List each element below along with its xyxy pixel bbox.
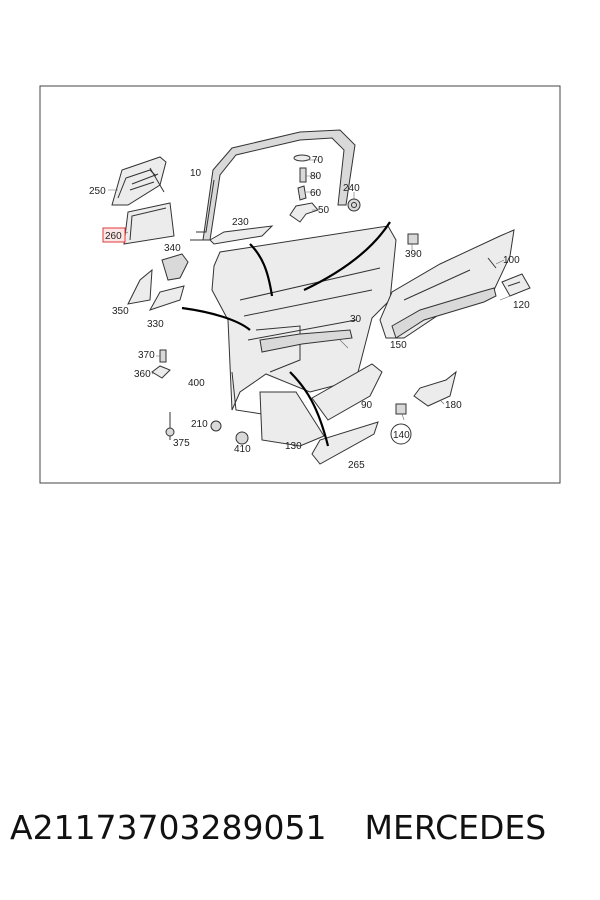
callout-140: 140 [393, 430, 410, 441]
callout-250: 250 [89, 186, 106, 197]
callout-370: 370 [138, 350, 155, 361]
callout-60: 60 [310, 188, 322, 199]
callout-180: 180 [445, 400, 462, 411]
arrow-left [181, 306, 251, 331]
part-60-lock-rod[interactable] [297, 185, 307, 201]
part-400-door-inner-panel[interactable] [211, 225, 397, 415]
part-340-bracket[interactable] [161, 253, 189, 281]
callout-375: 375 [173, 438, 190, 449]
callout-330: 330 [147, 319, 164, 330]
callout-210: 210 [191, 419, 208, 430]
part-240-grommet[interactable] [347, 198, 361, 212]
part-caption: A2117370328905​1 MERCEDES [10, 808, 600, 847]
part-390-clip[interactable] [407, 233, 419, 245]
callout-410: 410 [234, 444, 251, 455]
part-260-cover-panel[interactable] [123, 202, 175, 245]
callout-230: 230 [232, 217, 249, 228]
part-410-grommet[interactable] [235, 431, 249, 445]
part-number-text: A2117370328905​1 [10, 808, 327, 847]
part-180-pull-handle[interactable] [413, 370, 457, 407]
part-250-handle-housing[interactable] [111, 156, 167, 206]
part-70-clip[interactable] [293, 154, 311, 162]
part-375-pin[interactable] [165, 412, 175, 440]
part-140-screw[interactable] [395, 403, 407, 415]
part-130-lower-panel[interactable] [259, 391, 325, 447]
callout-30: 30 [350, 314, 362, 325]
part-100-trim-clip[interactable] [487, 257, 497, 269]
brand-text: MERCEDES [364, 808, 547, 847]
arrow-lower [289, 371, 330, 447]
part-90-map-pocket[interactable] [311, 363, 383, 421]
callout-340: 340 [164, 243, 181, 254]
callout-390: 390 [405, 249, 422, 260]
part-360-nut[interactable] [151, 365, 171, 379]
part-230-trim-strip[interactable] [209, 225, 274, 245]
arrow-to-lock [249, 243, 274, 297]
callout-350: 350 [112, 306, 129, 317]
part-370-screw[interactable] [159, 349, 167, 363]
callout-240: 240 [343, 183, 360, 194]
part-330-corner-trim[interactable] [148, 285, 185, 311]
callout-100: 100 [503, 255, 520, 266]
callout-400: 400 [188, 378, 205, 389]
callout-360: 360 [134, 369, 151, 380]
exploded-parts-diagram: 10 70 80 60 50 240 250 260 230 390 340 1… [39, 85, 561, 484]
leader-lines [108, 159, 511, 421]
part-210-clip[interactable] [210, 420, 222, 432]
callout-260-highlight [102, 227, 126, 243]
part-265-reflector[interactable] [311, 421, 379, 465]
callout-260: 260 [105, 231, 122, 242]
callout-130: 130 [285, 441, 302, 452]
callout-150: 150 [390, 340, 407, 351]
callout-70: 70 [312, 155, 324, 166]
part-80-pin[interactable] [299, 167, 307, 183]
arrow-armrest [303, 221, 391, 291]
callout-10: 10 [190, 168, 202, 179]
callout-120: 120 [513, 300, 530, 311]
callout-80: 80 [310, 171, 322, 182]
part-10-window-trim[interactable] [190, 129, 356, 241]
callout-140-circle [390, 423, 412, 445]
callout-50: 50 [318, 205, 330, 216]
part-150-armrest[interactable] [379, 229, 515, 339]
part-350-tweeter-cover[interactable] [127, 268, 153, 305]
callout-265: 265 [348, 460, 365, 471]
callout-90: 90 [361, 400, 373, 411]
part-120-switch[interactable] [501, 273, 531, 297]
